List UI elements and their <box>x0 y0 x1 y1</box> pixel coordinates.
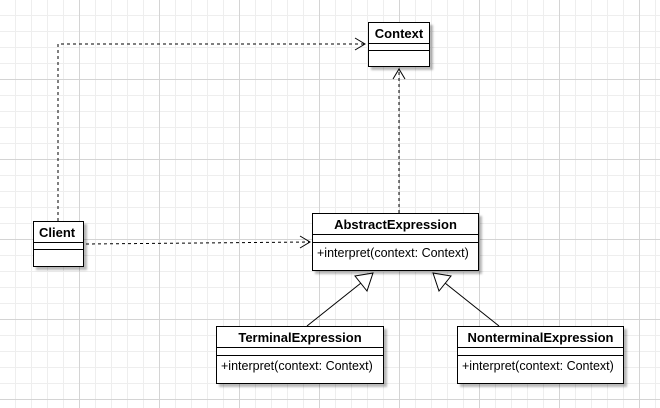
operation-interpret: +interpret(context: Context) <box>462 359 614 373</box>
hollow-triangle-icon <box>432 272 452 293</box>
dependency-client-abstract[interactable] <box>85 235 311 249</box>
operations-compartment: +interpret(context: Context) <box>217 355 383 383</box>
open-arrowhead-icon <box>299 235 311 249</box>
dependency-line <box>57 43 365 221</box>
class-name: AbstractExpression <box>334 217 457 232</box>
class-box-context[interactable]: Context <box>368 22 430 67</box>
dependency-client-context[interactable] <box>57 37 366 221</box>
operations-compartment <box>34 249 83 266</box>
generalization-line <box>444 282 500 327</box>
attributes-compartment <box>313 234 478 242</box>
operations-compartment: +interpret(context: Context) <box>458 355 623 383</box>
open-arrowhead-icon <box>392 68 406 80</box>
class-box-abstract-expression[interactable]: AbstractExpression +interpret(context: C… <box>312 213 479 271</box>
dependency-line <box>85 241 311 245</box>
class-name: NonterminalExpression <box>467 330 614 345</box>
class-box-terminal-expression[interactable]: TerminalExpression +interpret(context: C… <box>216 326 384 384</box>
open-arrowhead-icon <box>354 37 366 51</box>
class-name: Context <box>374 26 424 41</box>
operation-interpret: +interpret(context: Context) <box>221 359 373 373</box>
class-box-client[interactable]: Client <box>33 221 84 267</box>
operations-compartment <box>369 50 429 66</box>
generalization-nonterminal-abstract[interactable] <box>432 272 500 327</box>
dependency-abstract-context[interactable] <box>392 68 406 213</box>
hollow-triangle-icon <box>354 272 374 293</box>
class-name: TerminalExpression <box>238 330 362 345</box>
operation-interpret: +interpret(context: Context) <box>317 246 469 260</box>
attributes-compartment <box>217 347 383 355</box>
attributes-compartment <box>369 43 429 50</box>
attributes-compartment <box>458 347 623 355</box>
attributes-compartment <box>34 242 83 249</box>
operations-compartment: +interpret(context: Context) <box>313 242 478 270</box>
class-box-nonterminal-expression[interactable]: NonterminalExpression +interpret(context… <box>457 326 624 384</box>
class-name: Client <box>39 225 76 240</box>
generalization-line <box>306 282 362 327</box>
generalization-terminal-abstract[interactable] <box>306 272 374 327</box>
